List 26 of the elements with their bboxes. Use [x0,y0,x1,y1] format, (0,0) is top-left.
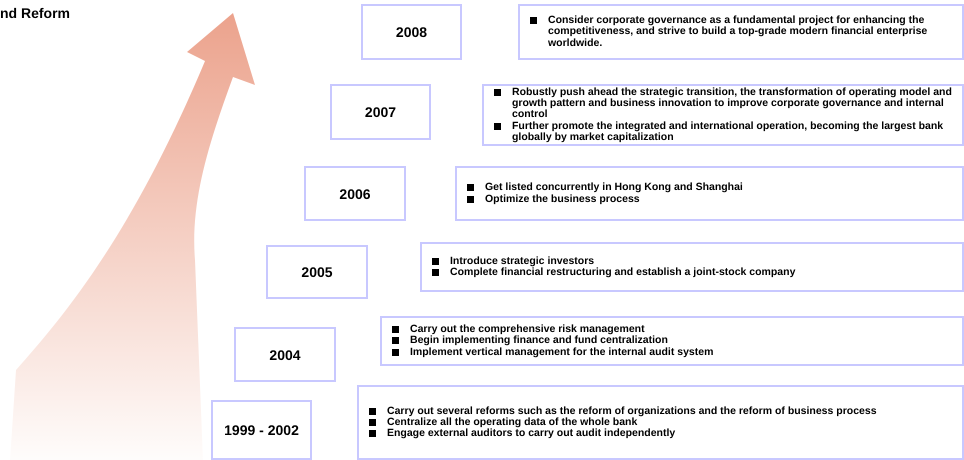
milestone-box [357,385,964,460]
bullet-text: Engage external auditors to carry out audit independently [387,427,676,440]
title: nd Reform [0,5,70,21]
bullet-text: Consider corporate governance as a fundamental project for enhancing the competitiveness, and strive to build a top-grade modern financial enterprise worldwide. [548,14,928,49]
year-box: 2006 [304,166,406,221]
bullet-text: Complete financial restructuring and establish a joint-stock company [450,266,796,278]
year-box: 2005 [266,245,368,299]
bullet-text: Optimize the business process [485,192,640,204]
bullet-text: Begin implementing finance and fund centralization [410,334,668,346]
bullet-text: Robustly push ahead the strategic transition, the transformation of operating model and growth pattern and business innovation to improve corporate governance and internal control [512,86,952,120]
year-box: 2008 [361,4,462,60]
year-box: 2007 [330,84,431,140]
year-box: 1999 - 2002 [211,400,312,460]
milestone-box [380,316,964,366]
bullet-text: Get listed concurrently in Hong Kong and Shanghai [485,181,743,194]
bullet-text: Carry out the comprehensive risk management [410,323,645,335]
bullet-text: Further promote the integrated and international operation, becoming the largest bank globally by market capitalization [512,120,944,143]
bullet-text: Introduce strategic investors [450,254,594,267]
bullet-text: Implement vertical management for the internal audit system [410,346,714,358]
year-box: 2004 [234,327,336,382]
milestone-box [518,4,964,60]
bullet-text: Carry out several reforms such as the reform of organizations and the reform of business process [387,404,877,416]
milestone-box [455,166,964,221]
milestone-box [482,84,964,146]
milestone-box [420,242,964,292]
bullet-text: Centralize all the operating data of the whole bank [387,416,638,428]
